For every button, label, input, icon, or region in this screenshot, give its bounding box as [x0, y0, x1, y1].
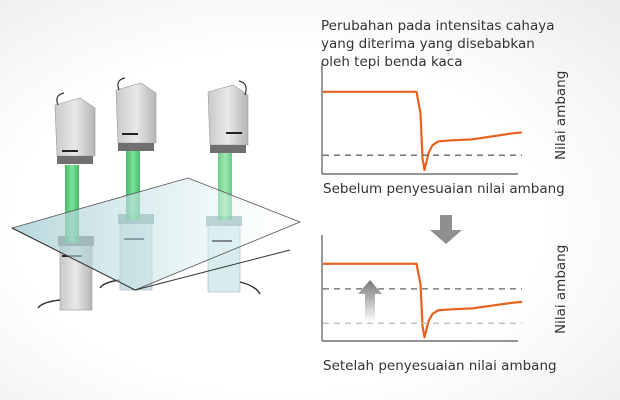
chart1-ylabel: Nilai ambang — [553, 70, 569, 160]
chart2-caption: Setelah penyesuaian nilai ambang — [323, 358, 557, 374]
transmitter-head-3 — [207, 80, 249, 153]
chart1-caption: Sebelum penyesuaian nilai ambang — [323, 181, 565, 197]
sensor-illustration — [10, 77, 302, 311]
chart1-signal-line — [323, 90, 523, 172]
title-line-3: oleh tepi benda kaca — [321, 54, 463, 70]
title-line-1: Perubahan pada intensitas cahaya — [321, 18, 555, 34]
transmitter-head-2 — [115, 77, 157, 151]
diagram-title: Perubahan pada intensitas cahaya yang di… — [321, 17, 555, 71]
chart2-signal-line — [323, 262, 523, 339]
transmitter-head-1 — [54, 92, 96, 164]
up-arrow-icon — [358, 280, 382, 322]
down-arrow-icon — [430, 215, 462, 244]
chart2-ylabel: Nilai ambang — [553, 244, 569, 334]
title-line-2: yang diterima yang disebabkan — [321, 36, 535, 52]
